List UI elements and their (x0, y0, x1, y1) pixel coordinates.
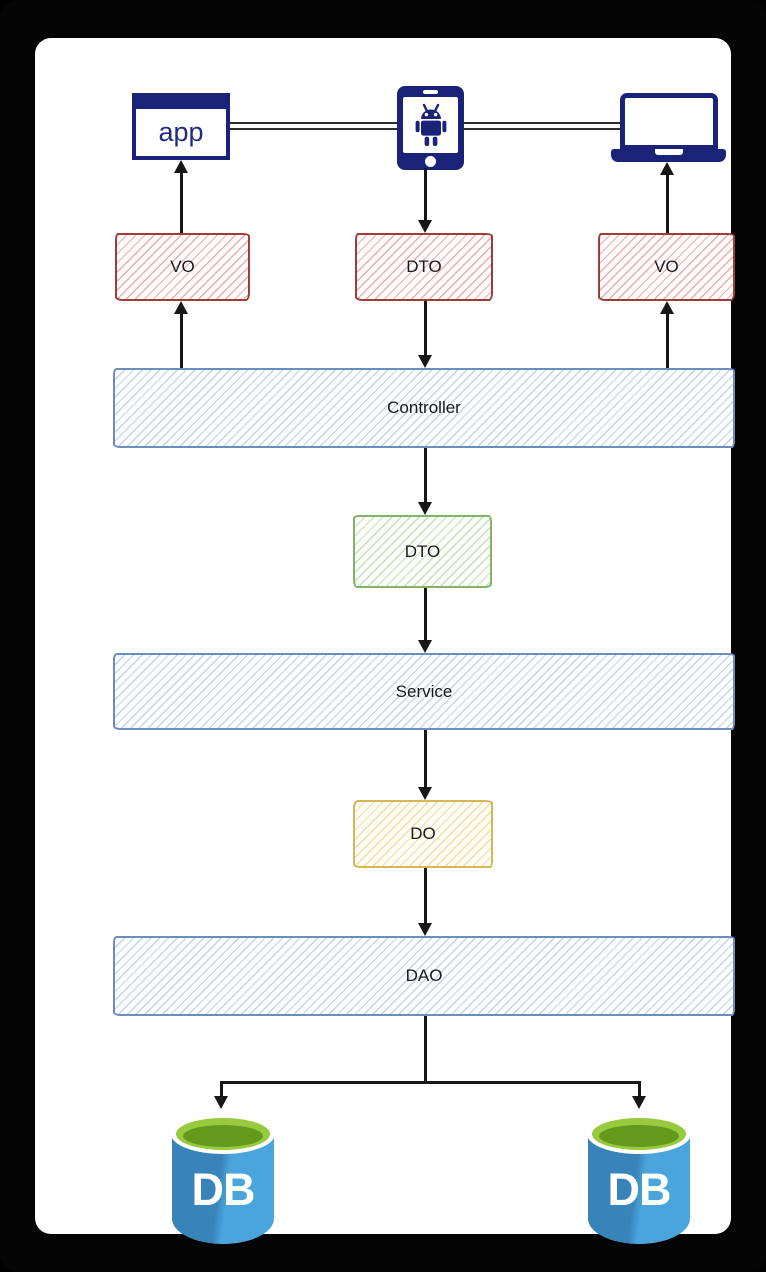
arrow-line-controller-to-dto-service (423, 448, 427, 502)
layer-dao-label: DAO (405, 966, 443, 985)
arrow-line-service-to-do (423, 730, 427, 787)
arrowhead-controller-to-dto-service (418, 502, 432, 515)
layer-controller: Controller (113, 368, 735, 448)
arrow-line-dto-to-controller (423, 301, 427, 357)
phone-screen (403, 97, 458, 153)
arrow-line-phone-to-dto (423, 168, 427, 222)
node-dto-service: DTO (353, 515, 492, 588)
laptop-notch (654, 149, 683, 155)
db-left: DB (171, 1114, 275, 1244)
node-do-label: DO (410, 824, 436, 843)
layer-dao: DAO (113, 936, 735, 1016)
arrowhead-vo-left-to-browser (174, 160, 188, 173)
arrow-line-dao-to-db-right (637, 1081, 641, 1098)
diagram-card: app (35, 38, 735, 1244)
arrowhead-controller-to-vo-left (174, 301, 188, 314)
db-right-top-inner (599, 1125, 679, 1147)
node-vo-left-label: VO (170, 257, 195, 276)
db-left-label: DB (191, 1164, 256, 1215)
phone-speaker (423, 90, 438, 94)
node-dto-client: DTO (355, 233, 493, 301)
db-right-label: DB (607, 1164, 672, 1215)
arrowhead-controller-to-vo-right (660, 301, 674, 314)
db-left-top-inner (183, 1125, 263, 1147)
arrowhead-dao-to-db-left (214, 1096, 228, 1109)
node-do: DO (353, 800, 493, 868)
node-dto-client-label: DTO (406, 257, 442, 276)
db-right: DB (587, 1114, 691, 1244)
arrow-line-vo-right-to-laptop (665, 173, 669, 233)
node-vo-left: VO (115, 233, 250, 301)
arrow-line-dao-to-db-left (219, 1081, 223, 1098)
link-line-phone-laptop-bottom (464, 128, 620, 130)
arrowhead-do-to-dao (418, 923, 432, 936)
link-line-browser-phone-top (230, 122, 397, 124)
arrow-line-controller-to-vo-left (179, 312, 183, 368)
link-line-browser-phone-bottom (230, 128, 397, 130)
arrowhead-vo-right-to-laptop (660, 162, 674, 175)
laptop-base (611, 149, 726, 162)
arrow-line-controller-to-vo-right (665, 312, 669, 368)
browser-window: app (132, 93, 230, 160)
arrowhead-dao-to-db-right (632, 1096, 646, 1109)
arrowhead-service-to-do (418, 787, 432, 800)
browser-titlebar (136, 97, 226, 109)
node-vo-right-label: VO (654, 257, 679, 276)
arrow-line-dto-service-to-service (423, 588, 427, 640)
arrowhead-dto-to-controller (418, 355, 432, 368)
link-line-phone-laptop-top (464, 122, 620, 124)
browser-body: app (136, 109, 226, 156)
arrow-line-dao-split (219, 1081, 641, 1084)
arrow-line-vo-left-to-browser (179, 171, 183, 233)
phone-home-button (425, 156, 436, 167)
android-icon (415, 103, 446, 147)
arrow-line-do-to-dao (423, 868, 427, 923)
layer-service-label: Service (395, 681, 453, 701)
layer-controller-label: Controller (387, 398, 461, 417)
layer-service: Service (113, 653, 735, 730)
arrow-line-dao-stem (423, 1016, 427, 1084)
arrowhead-phone-to-dto (418, 220, 432, 233)
app-label: app (158, 117, 204, 147)
node-dto-service-label: DTO (404, 541, 441, 561)
android-phone (397, 86, 464, 170)
node-vo-right: VO (598, 233, 735, 301)
arrowhead-dto-service-to-service (418, 640, 432, 653)
laptop-screen (620, 93, 718, 150)
